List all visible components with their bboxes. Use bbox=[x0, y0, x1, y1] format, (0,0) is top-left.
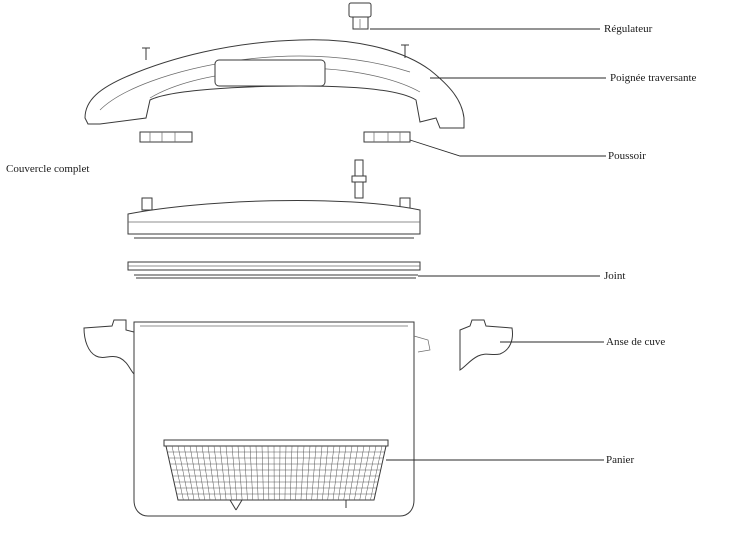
lid-handle-icon bbox=[85, 40, 464, 128]
label-poussoir: Poussoir bbox=[608, 150, 646, 162]
pusher-icon bbox=[140, 132, 410, 142]
label-couvercle-complet: Couvercle complet bbox=[6, 163, 89, 175]
label-regulateur: Régulateur bbox=[604, 23, 652, 35]
regulator-icon bbox=[349, 3, 371, 29]
leader-lines bbox=[370, 29, 606, 460]
gasket-icon bbox=[128, 262, 420, 278]
label-joint: Joint bbox=[604, 270, 625, 282]
lid-icon bbox=[128, 160, 420, 238]
label-panier: Panier bbox=[606, 454, 634, 466]
pot-icon bbox=[84, 320, 513, 516]
leader-poussoir bbox=[410, 140, 606, 156]
label-anse-de-cuve: Anse de cuve bbox=[606, 336, 665, 348]
label-poignee-traversante: Poignée traversante bbox=[610, 72, 696, 84]
basket-icon bbox=[164, 440, 388, 510]
